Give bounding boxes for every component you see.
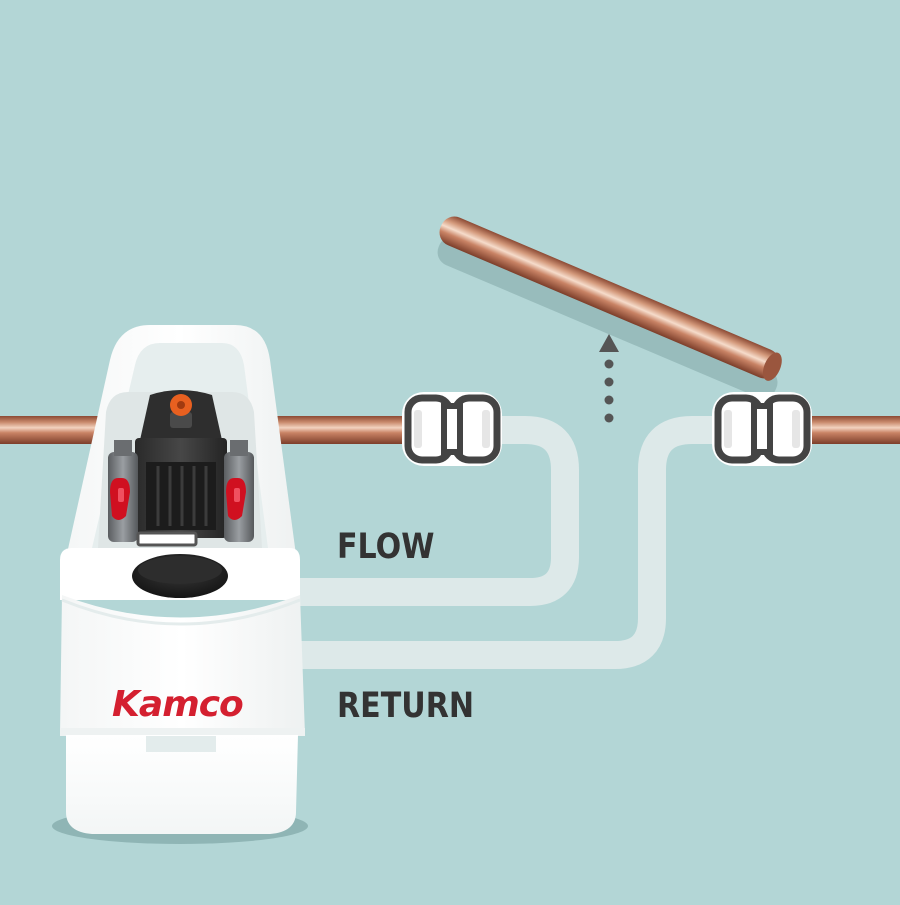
brand-logo-text: Kamco [112,684,244,725]
connector-left [402,392,502,466]
valve-left [108,440,138,542]
valve-right [224,440,254,542]
filler-cap-icon [170,394,192,416]
return-hose [290,416,720,669]
arrow-up-dotted-icon [599,334,619,423]
flow-label: FLOW [337,527,435,567]
connector-right [712,392,812,466]
removed-pipe-section [437,216,782,399]
power-flush-unit [60,325,305,834]
flow-hose [290,416,579,606]
copper-pipe-right [810,416,900,444]
return-label: RETURN [337,686,475,726]
